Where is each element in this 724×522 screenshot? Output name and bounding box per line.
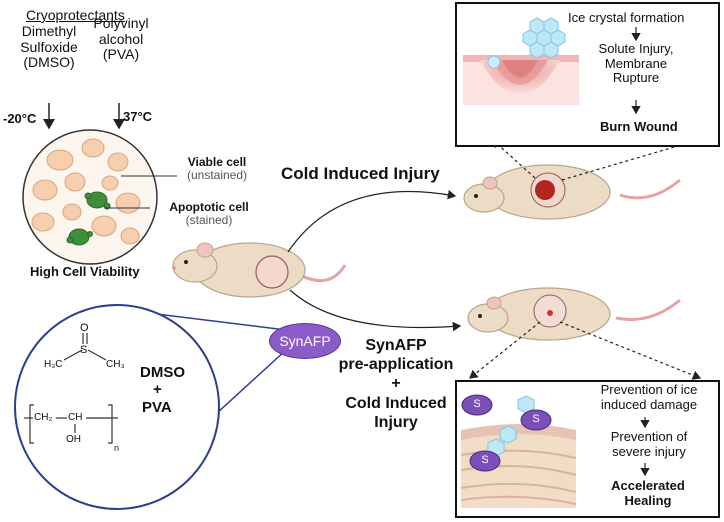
synafp-pre-application: SynAFP pre-application + Cold Induced In… [336,336,456,432]
synafp-badge-label: SynAFP [279,333,331,349]
dmso-label-line1: Dimethyl [21,23,77,39]
solute-line2: Membrane [604,55,668,71]
dmso-label-line3: (DMSO) [23,54,75,71]
prev-sev-line1: Prevention of [610,429,688,444]
chem-plus: + [153,381,162,398]
synafp-molecule-3-label: S [481,454,489,466]
arrow-to-cold-injury [287,189,457,253]
pva-ch2: CH₂ [34,412,53,423]
arrow-to-synafp-mouse [289,289,462,332]
dmso-structure [63,333,107,361]
viable-cell-sub: (unstained) [186,168,248,183]
pva-ch: CH [68,412,83,423]
viable-cell-title: Viable cell [187,155,247,169]
synafp-line4: Cold Induced [345,394,447,412]
cold-induced-injury-label: Cold Induced Injury [281,164,440,183]
synafp-badge: SynAFP [269,323,341,359]
synafp-line2: pre-application [338,356,454,374]
pva-label-line1: Polyvinyl [93,15,149,31]
dmso-h3c: H₃C [44,359,63,370]
chemistry-circle [14,304,220,510]
pva-label: Polyvinyl alcohol (PVA) [80,15,162,63]
pva-structure [24,404,118,444]
cell-viability-circle [22,129,158,265]
prevention-ice-text: Prevention of ice induced damage [584,382,714,412]
dmso-label: Dimethyl Sulfoxide (DMSO) [6,23,92,71]
apoptotic-cell-title: Apoptotic cell [169,200,249,214]
cryoprotectants-title: Cryoprotectants [26,7,125,23]
apoptotic-cell-label: Apoptotic cell (stained) [155,200,263,228]
solute-line3: Rupture [612,70,660,86]
pva-temperature: 37°C [123,109,153,124]
synafp-molecule-2-label: S [532,413,540,425]
accelerated-healing-text: Accelerated Healing [598,478,698,508]
dmso-s-atom: S [80,344,88,356]
healing-line2: Healing [624,492,672,508]
solute-line1: Solute Injury, [598,41,674,56]
high-cell-viability: High Cell Viability [30,264,140,279]
prevention-severe-text: Prevention of severe injury [594,429,704,459]
protected-mouse [467,287,681,341]
dmso-label-line2: Sulfoxide [20,38,78,55]
prev-ice-line1: Prevention of ice [600,382,698,397]
prev-sev-line2: severe injury [612,443,686,459]
synafp-line5: Injury [374,413,418,431]
dashed-connector-bottom-left [469,321,541,379]
viable-cells [31,138,141,245]
chem-pva-label: PVA [142,399,172,416]
synafp-line1: SynAFP [365,337,427,354]
pva-n: n [114,443,120,453]
dmso-o-atom: O [80,322,89,334]
healing-line1: Accelerated [611,478,685,493]
apoptotic-cell-sub: (stained) [185,213,233,228]
viable-cell-label: Viable cell (unstained) [172,155,262,183]
burn-wound-text: Burn Wound [600,119,678,134]
synafp-molecule-1-label: S [473,398,481,410]
dmso-ch3: CH₃ [106,359,125,370]
dmso-temperature: -20°C [3,111,37,126]
chem-dmso-label: DMSO [140,364,185,381]
dashed-connector-bottom-right [559,321,702,380]
pva-oh: OH [66,434,81,445]
solute-injury-text: Solute Injury, Membrane Rupture [586,41,686,86]
ice-crystal-formation: Ice crystal formation [568,10,685,25]
injured-mouse [463,164,681,220]
synafp-line3: + [391,375,401,393]
apoptotic-cells [66,191,111,246]
pva-label-line3: (PVA) [102,46,140,63]
center-mouse [172,242,347,298]
prev-ice-line2: induced damage [600,396,698,412]
pva-label-line2: alcohol [98,30,144,47]
